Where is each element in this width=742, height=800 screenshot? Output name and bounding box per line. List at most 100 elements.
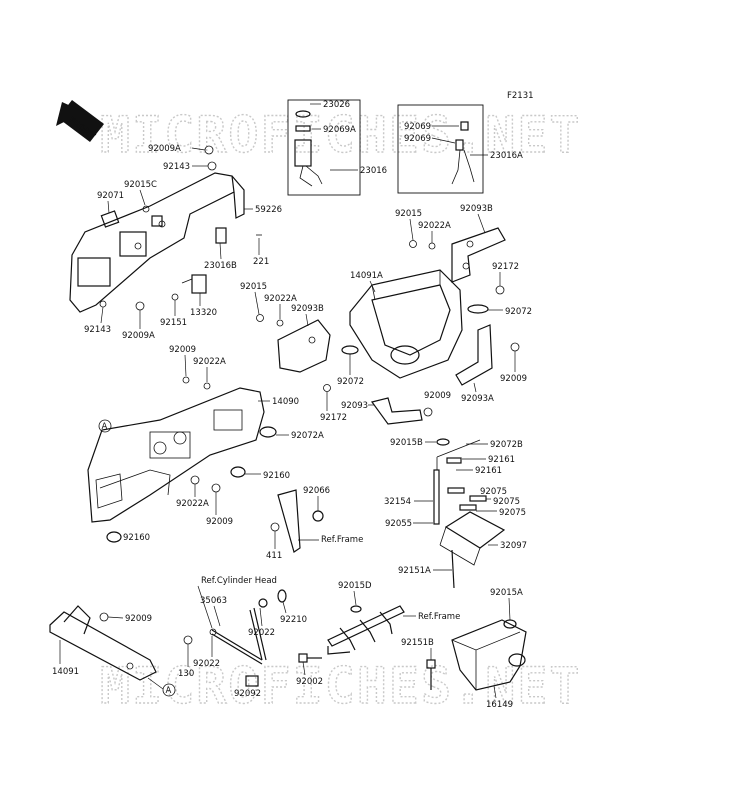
label-92022A-c: 92022A	[193, 357, 226, 367]
part-92160-right	[230, 466, 246, 478]
label-92172-a: 92172	[492, 262, 519, 272]
part-411	[270, 522, 280, 532]
label-92009-b: 92009	[424, 391, 451, 401]
part-92015-right	[409, 240, 417, 248]
figure-code: F2131	[507, 91, 534, 101]
label-92069-mid: 92069	[404, 134, 431, 144]
label-92071: 92071	[97, 191, 124, 201]
label-92151A: 92151A	[398, 566, 431, 576]
label-16149: 16149	[486, 700, 513, 710]
part-92093A-bracket	[455, 324, 493, 386]
callout-a-upper-text: A	[102, 422, 108, 432]
callout-a-lower	[162, 683, 176, 697]
label-92072A: 92072A	[291, 431, 324, 441]
part-92072A-clip	[259, 426, 277, 438]
part-14091-skid-plate	[49, 605, 157, 681]
label-92075-a: 92075	[480, 487, 507, 497]
part-92066-bracket	[277, 489, 324, 553]
label-92015-b: 92015	[240, 282, 267, 292]
part-23016B	[215, 227, 227, 244]
label-92009-a: 92009	[500, 374, 527, 384]
watermark-top: MICROFICHES.NET	[100, 106, 582, 164]
label-92069-top: 92069	[404, 122, 431, 132]
label-92072B: 92072B	[490, 440, 523, 450]
label-59226: 59226	[255, 205, 282, 215]
label-92022-b: 92022	[193, 659, 220, 669]
callout-a-lower-text: A	[166, 686, 172, 696]
part-35063-rod	[211, 589, 287, 665]
label-92093: 92093	[341, 401, 368, 411]
label-92009-c: 92009	[169, 345, 196, 355]
label-92015A: 92015A	[490, 588, 523, 598]
label-92210: 92210	[280, 615, 307, 625]
label-92151B: 92151B	[401, 638, 434, 648]
part-92022A-right	[428, 242, 436, 250]
box-23016	[287, 99, 361, 196]
part-92022A-mid	[276, 319, 284, 327]
label-92055: 92055	[385, 519, 412, 529]
part-92160-left	[106, 531, 122, 543]
label-92069A-box: 92069A	[323, 125, 356, 135]
label-92143-top: 92143	[163, 162, 190, 172]
label-23016B: 23016B	[204, 261, 237, 271]
label-13320: 13320	[190, 308, 217, 318]
label-92093B-a: 92093B	[460, 204, 493, 214]
label-92015D: 92015D	[338, 581, 372, 591]
label-32154: 32154	[384, 497, 411, 507]
front-arrow-icon: FRONT	[56, 100, 104, 142]
label-92022-a: 92022	[248, 628, 275, 638]
label-92160-b: 92160	[123, 533, 150, 543]
label-92066: 92066	[303, 486, 330, 496]
label-92151: 92151	[160, 318, 187, 328]
part-92009-lowerleft	[99, 612, 109, 622]
label-411: 411	[266, 551, 282, 561]
part-13320-bracket	[181, 274, 207, 294]
label-92161-a: 92161	[488, 455, 515, 465]
label-92093B-b: 92093B	[291, 304, 324, 314]
part-92071	[100, 210, 120, 228]
part-92015C	[142, 205, 150, 213]
label-92009-d: 92009	[206, 517, 233, 527]
part-92093B-mid	[277, 319, 331, 373]
label-92015C: 92015C	[124, 180, 157, 190]
label-92072-a: 92072	[505, 307, 532, 317]
ref-frame-a: Ref.Frame	[321, 535, 363, 545]
label-14091A: 14091A	[350, 271, 383, 281]
watermark-bottom: MICROFICHES.NET	[100, 657, 582, 715]
label-92093A: 92093A	[461, 394, 494, 404]
part-16149-hitch	[451, 619, 527, 691]
label-32097: 32097	[500, 541, 527, 551]
part-92009-small	[423, 407, 433, 417]
label-92075-b: 92075	[493, 497, 520, 507]
part-92072-right	[467, 304, 489, 314]
part-23016A-harness	[451, 121, 475, 185]
part-92022-left	[209, 628, 217, 636]
ref-cylinder-head: Ref.Cylinder Head	[201, 576, 277, 586]
part-92172-right	[495, 285, 505, 295]
label-92009-e: 92009	[125, 614, 152, 624]
callout-a-upper	[98, 419, 112, 433]
part-92143-bot	[99, 300, 107, 308]
part-92009-right	[510, 342, 520, 352]
label-92092: 92092	[234, 689, 261, 699]
label-92072-b: 92072	[337, 377, 364, 387]
part-92092	[245, 675, 259, 687]
label-92172-b: 92172	[320, 413, 347, 423]
label-23016: 23016	[360, 166, 387, 176]
label-92015-a: 92015	[395, 209, 422, 219]
label-92022A-a: 92022A	[418, 221, 451, 231]
part-upper-panel	[69, 172, 245, 313]
label-35063: 35063	[200, 596, 227, 606]
label-92160-a: 92160	[263, 471, 290, 481]
label-92143-bot: 92143	[84, 325, 111, 335]
label-14090: 14090	[272, 397, 299, 407]
label-92009A-bot: 92009A	[122, 331, 155, 341]
part-92009-lower	[211, 483, 221, 493]
part-92015D	[350, 605, 362, 613]
part-130	[183, 635, 193, 645]
label-92009A-top: 92009A	[148, 144, 181, 154]
part-92022A-lower	[190, 475, 200, 485]
label-221: 221	[253, 257, 269, 267]
label-92002: 92002	[296, 677, 323, 687]
